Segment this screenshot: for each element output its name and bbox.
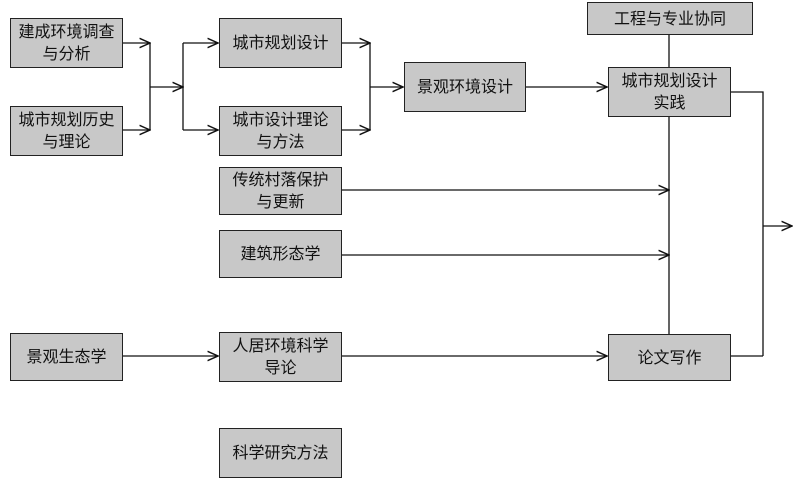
writing-box: 论文写作	[608, 334, 731, 381]
practice-output-line	[731, 91, 764, 356]
morphology-box: 建筑形态学	[219, 230, 342, 278]
engineering-box: 工程与专业协同	[587, 2, 753, 35]
history-box: 城市规划历史与理论	[10, 106, 123, 156]
eco-box: 景观生态学	[10, 333, 123, 381]
landscape-box: 景观环境设计	[404, 62, 526, 112]
planning-design-box: 城市规划设计	[219, 18, 342, 68]
practice-box: 城市规划设计实践	[608, 67, 731, 117]
village-box: 传统村落保护与更新	[219, 167, 342, 215]
habitat-box: 人居环境科学导论	[219, 332, 342, 382]
research-box: 科学研究方法	[219, 428, 342, 478]
design-theory-box: 城市设计理论与方法	[219, 106, 342, 156]
survey-box: 建成环境调查与分析	[10, 18, 123, 68]
